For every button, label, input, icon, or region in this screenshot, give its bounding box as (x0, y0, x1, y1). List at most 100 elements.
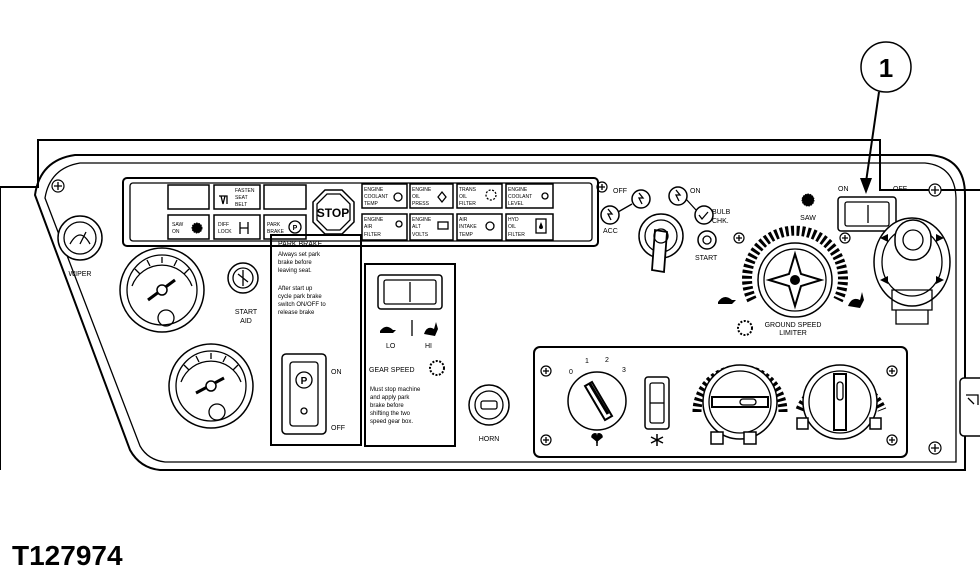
svg-text:brake before: brake before (278, 260, 312, 266)
svg-text:Must stop machine: Must stop machine (370, 387, 421, 393)
fan-position-1: 1 (585, 358, 589, 365)
svg-text:BRAKE: BRAKE (267, 229, 285, 235)
svg-text:OIL: OIL (412, 194, 420, 200)
svg-text:switch ON/OFF to: switch ON/OFF to (278, 302, 326, 308)
svg-text:ENGINE: ENGINE (364, 187, 384, 193)
svg-text:ALT: ALT (412, 224, 421, 230)
horn-label: HORN (479, 436, 500, 443)
svg-text:BELT: BELT (235, 202, 247, 208)
svg-text:PRESS: PRESS (412, 201, 430, 207)
stop-indicator: STOP (312, 189, 355, 235)
turtle-icon (718, 296, 736, 304)
ground-speed-label-1: GROUND SPEED (765, 322, 822, 329)
indicator-diff-lock: DIFF LOCK (213, 214, 261, 240)
indicator-blank (263, 184, 307, 210)
gear-speed-hi-label: HI (425, 343, 432, 350)
saw-blade-icon (191, 222, 203, 234)
svg-text:ENGINE: ENGINE (508, 187, 528, 193)
right-edge-control (959, 377, 980, 437)
svg-text:TEMP: TEMP (459, 232, 474, 238)
gear-speed-instructions: Must stop machine and apply park brake b… (370, 387, 421, 425)
saw-indicator-icon (801, 193, 815, 207)
svg-text:After start up: After start up (278, 286, 313, 292)
svg-text:DIFF: DIFF (218, 222, 229, 228)
wiper-switch[interactable] (57, 215, 103, 261)
indicator-engine-oil-press: ENGINE OIL PRESS (409, 183, 454, 209)
ground-speed-limiter-dial[interactable] (742, 225, 848, 318)
snowflake-icon (650, 434, 664, 446)
svg-text:P: P (301, 376, 308, 387)
svg-text:brake before: brake before (370, 403, 404, 409)
svg-text:ENGINE: ENGINE (412, 217, 432, 223)
horn-button[interactable] (468, 384, 510, 426)
svg-text:LEVEL: LEVEL (508, 201, 524, 207)
mode-knob[interactable] (795, 364, 887, 440)
saw-on-label: ON (838, 186, 849, 193)
indicator-row-1: FASTEN SEAT BELT ENGINE COOLANT TEMP ENG… (167, 183, 554, 210)
start-aid-label-2: AID (240, 318, 252, 325)
svg-text:OIL: OIL (459, 194, 467, 200)
svg-text:speed gear box.: speed gear box. (370, 419, 413, 425)
fan-position-3: 3 (622, 367, 626, 374)
svg-text:OIL: OIL (508, 224, 516, 230)
gauge-upper (119, 247, 205, 333)
svg-text:LOCK: LOCK (218, 229, 232, 235)
gear-speed-lo-label: LO (386, 343, 396, 350)
indicator-hyd-oil-filter: HYD OIL FILTER (505, 213, 554, 241)
fan-speed-knob[interactable] (567, 371, 627, 431)
gear-speed-switch[interactable] (377, 274, 443, 310)
ignition-switch[interactable] (638, 213, 684, 274)
park-brake-off-label: OFF (331, 425, 345, 432)
check-icon (698, 211, 709, 221)
indicator-engine-coolant-level: ENGINE COOLANT LEVEL (505, 183, 554, 209)
figure-id: T127974 (12, 540, 123, 571)
svg-text:ENGINE: ENGINE (364, 217, 384, 223)
ignition-chk-label: CHK. (712, 218, 729, 225)
svg-text:TEMP: TEMP (364, 201, 379, 207)
wiper-label: WIPER (69, 271, 92, 278)
saw-switch[interactable] (837, 196, 897, 232)
ground-speed-label-2: LIMITER (779, 330, 807, 337)
indicator-engine-air-filter: ENGINE AIR FILTER (361, 213, 408, 241)
indicator-air-intake-temp: AIR INTAKE TEMP (456, 213, 503, 241)
callout-number: 1 (879, 53, 893, 83)
svg-text:VOLTS: VOLTS (412, 232, 429, 238)
temperature-knob[interactable] (692, 364, 788, 445)
indicator-trans-oil-filter: TRANS OIL FILTER (456, 183, 503, 209)
console-housing (0, 139, 980, 191)
svg-text:leaving seat.: leaving seat. (278, 268, 312, 274)
svg-text:cycle park brake: cycle park brake (278, 294, 322, 300)
park-brake-switch[interactable]: P (281, 353, 327, 435)
svg-text:TRANS: TRANS (459, 187, 477, 193)
svg-text:ENGINE: ENGINE (412, 187, 432, 193)
rabbit-icon (848, 292, 864, 308)
svg-text:AIR: AIR (364, 224, 373, 230)
svg-text:FILTER: FILTER (508, 232, 525, 238)
indicator-engine-alt-volts: ENGINE ALT VOLTS (409, 213, 454, 241)
gauge-lower (168, 343, 254, 429)
svg-text:FILTER: FILTER (364, 232, 381, 238)
start-aid-label-1: START (235, 309, 258, 316)
ignition-off-label: OFF (613, 188, 627, 195)
panel-outline (33, 154, 966, 471)
svg-text:COOLANT: COOLANT (364, 194, 388, 200)
park-brake-instructions: Always set park brake before leaving sea… (278, 252, 326, 316)
gear-speed-title: GEAR SPEED (369, 367, 415, 374)
svg-text:FILTER: FILTER (459, 201, 476, 207)
park-brake-on-label: ON (331, 369, 342, 376)
saw-control-knob[interactable] (873, 217, 951, 325)
ac-switch[interactable] (644, 376, 670, 430)
climate-panel (533, 346, 908, 458)
rabbit-icon (424, 322, 438, 336)
svg-text:Always set park: Always set park (278, 252, 321, 258)
svg-text:PARK: PARK (267, 222, 281, 228)
svg-text:SEAT: SEAT (235, 195, 248, 201)
svg-text:ON: ON (172, 229, 180, 235)
gear-speed-panel (364, 263, 456, 447)
indicator-saw-on: SAW ON (167, 214, 210, 240)
indicator-seat-belt: FASTEN SEAT BELT (213, 184, 261, 210)
start-aid-button[interactable] (227, 262, 259, 294)
ground-speed-sun-icon (737, 320, 753, 336)
svg-text:FASTEN: FASTEN (235, 188, 255, 194)
